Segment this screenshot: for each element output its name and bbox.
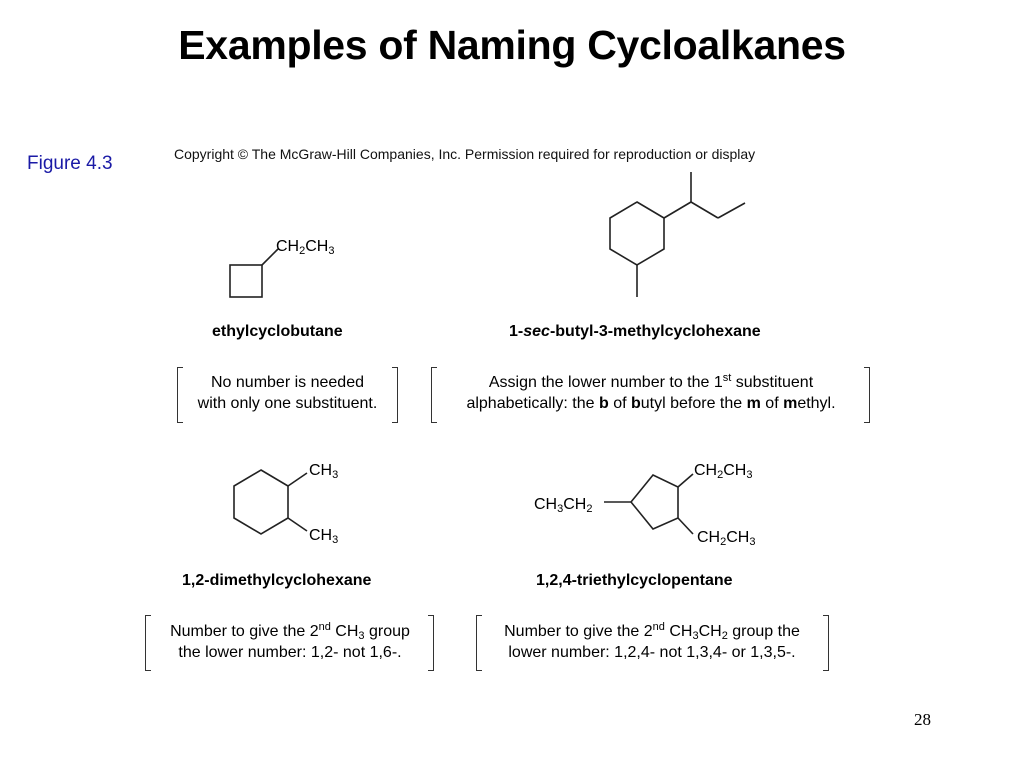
bracket-right [864,367,870,423]
ethyl-bond-bottom [677,517,694,535]
methyl-group-label-bottom: CH3 [309,527,339,546]
cyclohexane-ring-upper [609,201,665,266]
compound-name-secbutyl: 1-sec-butyl-3-methylcyclohexane [509,323,761,340]
cyclopentane-ring [629,474,679,530]
page-number: 28 [914,710,931,729]
compound-name-dimethyl: 1,2-dimethylcyclohexane [182,572,372,589]
compound-name-ethylcyclobutane: ethylcyclobutane [212,323,343,340]
bracket-left [145,615,151,671]
ethyl-bond [261,248,279,266]
copyright-notice: Copyright © The McGraw-Hill Companies, I… [174,146,756,162]
methyl-group-label-top: CH3 [309,462,339,481]
ethyl-group-label-bottom: CH2CH3 [697,529,756,548]
cyclohexane-ring-lower [233,469,289,535]
ethyl-group-label-top: CH2CH3 [694,462,753,481]
bracket-left [431,367,437,423]
secbutyl-bond-3 [690,201,719,219]
note-ethylcyclobutane: No number is needed with only one substi… [197,374,378,412]
secbutyl-bond-4 [717,202,746,219]
slide-title: Examples of Naming Cycloalkanes [178,22,846,68]
note-triethyl: Number to give the 2nd CH3CH2 group the … [504,621,800,662]
bracket-left [177,367,183,423]
note-dimethyl: Number to give the 2nd CH3 group the low… [170,621,410,662]
bracket-left [476,615,482,671]
ethyl-bond-top [677,473,694,488]
ethyl-group-label-left: CH3CH2 [534,496,593,515]
note-secbutyl: Assign the lower number to the 1st subst… [466,372,836,413]
methyl-bond-top [287,472,308,487]
bracket-right [428,615,434,671]
compound-name-triethyl: 1,2,4-triethylcyclopentane [536,572,733,589]
figure-label: Figure 4.3 [27,153,113,174]
cyclobutane-ring [229,264,263,298]
secbutyl-bond-1 [663,201,692,219]
bracket-right [392,367,398,423]
bracket-right [823,615,829,671]
methyl-bond-bottom [287,517,308,532]
ethyl-group-label: CH2CH3 [276,238,335,257]
